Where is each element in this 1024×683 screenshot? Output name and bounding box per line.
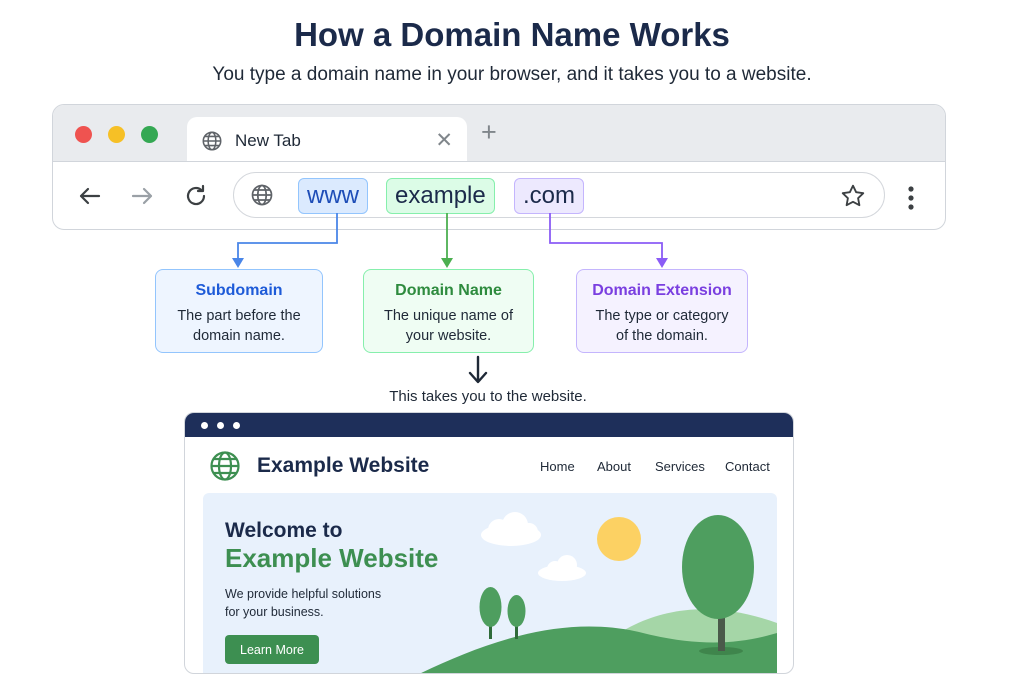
extension-desc: The type or category of the domain. — [577, 306, 747, 346]
site-bar-dot — [217, 422, 224, 429]
back-arrow-icon[interactable] — [75, 181, 105, 211]
domain-arrowhead — [441, 258, 453, 268]
site-bar-dot — [233, 422, 240, 429]
site-window-bar — [185, 413, 793, 437]
forward-arrow-icon[interactable] — [127, 181, 157, 211]
more-vertical-icon[interactable] — [905, 184, 917, 212]
extension-callout: Domain Extension The type or category of… — [576, 269, 748, 353]
extension-title: Domain Extension — [592, 282, 732, 299]
subdomain-desc-line2: domain name. — [193, 328, 285, 344]
cloud-icon — [481, 512, 541, 546]
url-domain: example — [386, 178, 495, 214]
hero-section: Welcome to Example Website We provide he… — [203, 493, 777, 673]
tab-strip: New Tab ✕ + — [53, 105, 945, 163]
page-subtitle: You type a domain name in your browser, … — [212, 64, 812, 85]
extension-desc-line1: The type or category — [595, 308, 729, 324]
domain-desc-line2: your website. — [405, 328, 492, 344]
hero-description: We provide helpful solutions for your bu… — [225, 585, 425, 621]
subdomain-desc-line1: The part before the — [177, 308, 301, 324]
reload-icon[interactable] — [181, 181, 211, 211]
window-maximize-dot[interactable] — [141, 126, 158, 143]
browser-window: New Tab ✕ + www example .com — [52, 104, 946, 230]
hero-desc-line2: for your business. — [225, 605, 324, 619]
subdomain-desc: The part before the domain name. — [156, 306, 322, 346]
url-subdomain: www — [298, 178, 368, 214]
star-icon[interactable] — [840, 183, 866, 209]
browser-tab[interactable]: New Tab ✕ — [187, 117, 467, 163]
subdomain-arrowhead — [232, 258, 244, 268]
domain-desc: The unique name of your website. — [364, 306, 533, 346]
website-mockup: Example Website Home About Services Cont… — [184, 412, 794, 674]
tab-title: New Tab — [235, 131, 301, 150]
small-tree-icon — [479, 587, 502, 639]
site-nav-contact[interactable]: Contact — [725, 459, 770, 474]
extension-desc-line2: of the domain. — [616, 328, 708, 344]
window-close-dot[interactable] — [75, 126, 92, 143]
front-hill — [421, 626, 777, 673]
hero-heading-line2: Example Website — [225, 543, 439, 573]
globe-icon — [202, 131, 222, 151]
site-name: Example Website — [257, 454, 430, 477]
hero-heading-line1: Welcome to — [225, 519, 343, 542]
cloud-icon — [538, 555, 586, 581]
page-title: How a Domain Name Works — [294, 16, 730, 53]
site-bar-dot — [201, 422, 208, 429]
small-tree-icon — [507, 595, 526, 639]
browser-toolbar: www example .com — [53, 161, 945, 229]
site-nav-home[interactable]: Home — [540, 459, 575, 474]
window-minimize-dot[interactable] — [108, 126, 125, 143]
subdomain-title: Subdomain — [195, 282, 283, 299]
down-arrow — [468, 355, 488, 384]
sun-icon — [597, 517, 641, 561]
close-icon[interactable]: ✕ — [435, 129, 453, 152]
globe-icon — [210, 451, 240, 481]
domain-title: Domain Name — [395, 282, 502, 299]
takes-you-text: This takes you to the website. — [389, 388, 587, 405]
globe-icon — [251, 184, 273, 206]
site-nav-about[interactable]: About — [597, 459, 631, 474]
learn-more-button[interactable]: Learn More — [225, 635, 319, 664]
url-extension: .com — [514, 178, 585, 214]
site-nav-services[interactable]: Services — [655, 459, 705, 474]
plus-icon[interactable]: + — [481, 117, 497, 147]
domain-callout: Domain Name The unique name of your webs… — [363, 269, 534, 353]
subdomain-callout: Subdomain The part before the domain nam… — [155, 269, 323, 353]
hero-desc-line1: We provide helpful solutions — [225, 587, 382, 601]
large-tree-icon — [682, 515, 754, 655]
extension-arrowhead — [656, 258, 668, 268]
address-bar[interactable]: www example .com — [233, 172, 885, 218]
landscape-illustration — [421, 512, 777, 673]
domain-desc-line1: The unique name of — [384, 308, 513, 324]
